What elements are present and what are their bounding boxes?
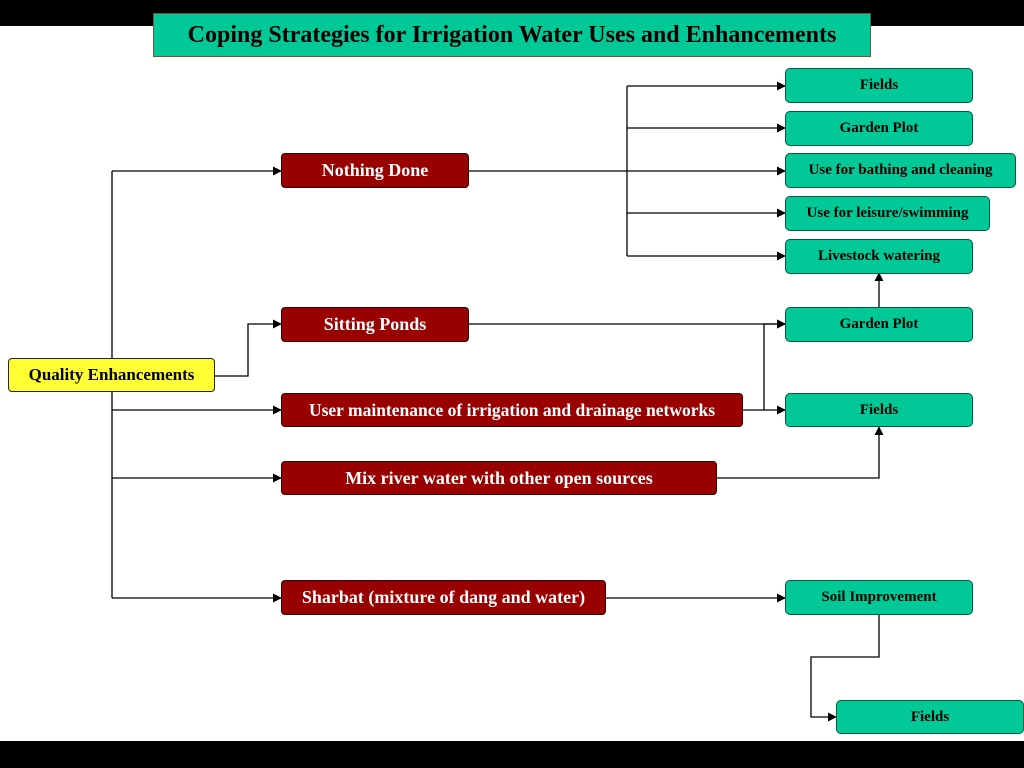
node-garden-plot-1: Garden Plot xyxy=(785,111,973,146)
node-leisure-swimming: Use for leisure/swimming xyxy=(785,196,990,231)
node-fields-1: Fields xyxy=(785,68,973,103)
node-fields-3: Fields xyxy=(836,700,1024,734)
node-nothing-done: Nothing Done xyxy=(281,153,469,188)
node-soil-improvement: Soil Improvement xyxy=(785,580,973,615)
node-user-maintenance: User maintenance of irrigation and drain… xyxy=(281,393,743,427)
node-sharbat: Sharbat (mixture of dang and water) xyxy=(281,580,606,615)
node-bathing-cleaning: Use for bathing and cleaning xyxy=(785,153,1016,188)
node-fields-2: Fields xyxy=(785,393,973,427)
node-quality-enhancements: Quality Enhancements xyxy=(8,358,215,392)
node-livestock-watering: Livestock watering xyxy=(785,239,973,274)
node-garden-plot-2: Garden Plot xyxy=(785,307,973,342)
node-mix-river-water: Mix river water with other open sources xyxy=(281,461,717,495)
node-sitting-ponds: Sitting Ponds xyxy=(281,307,469,342)
page-title: Coping Strategies for Irrigation Water U… xyxy=(153,13,871,57)
